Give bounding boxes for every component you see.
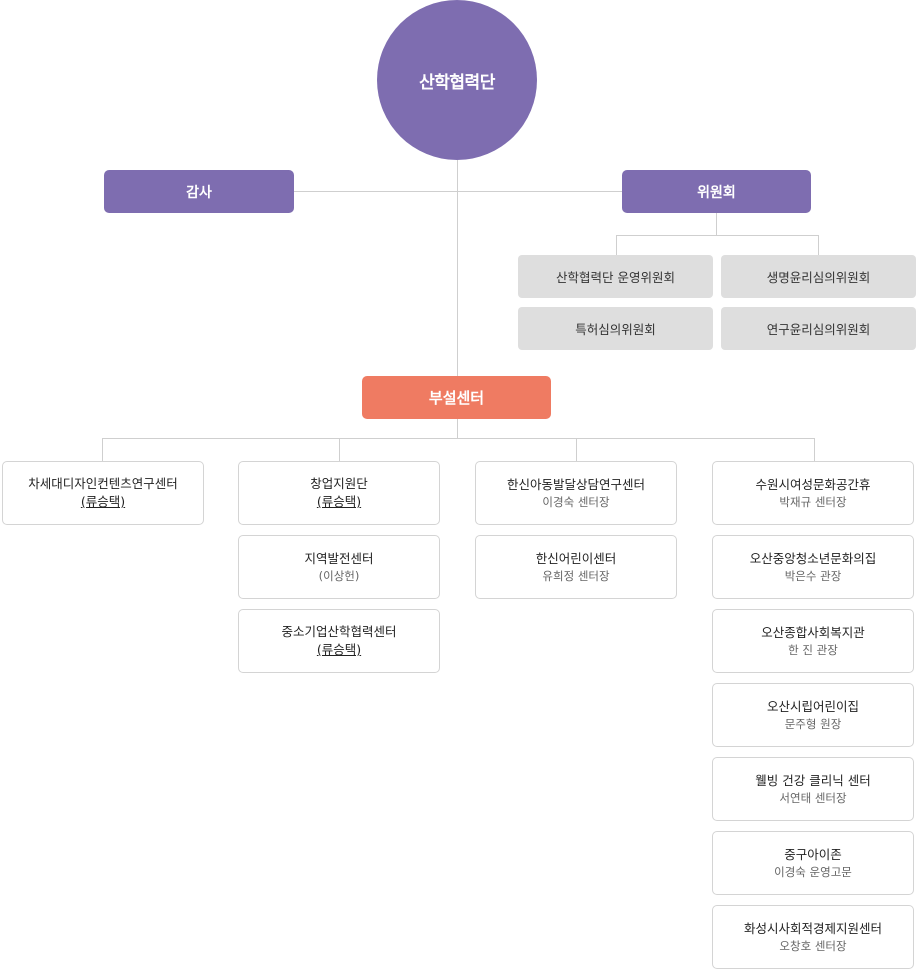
center-name: 중소기업산학협력센터: [281, 624, 397, 639]
center-head: 박은수 관장: [784, 568, 842, 583]
connector-affiliated-down: [457, 419, 458, 438]
affiliated-centers-label: 부설센터: [428, 389, 485, 407]
center-head: 한 진 관장: [788, 642, 838, 657]
connector-committee-right: [818, 235, 819, 255]
connector-col4: [814, 438, 815, 461]
committee-item: 생명윤리심의위원회: [721, 255, 916, 298]
connector-col3: [576, 438, 577, 461]
committee-item-label: 생명윤리심의위원회: [766, 270, 871, 285]
center-box: 오산시립어린이집 문주형 원장: [712, 683, 914, 747]
connector-audit-committee: [294, 191, 622, 192]
connector-committee-down: [716, 213, 717, 235]
center-head: (류승택): [80, 494, 126, 509]
center-head: 서연태 센터장: [779, 790, 847, 805]
center-box: 한신어린이센터 유희정 센터장: [475, 535, 677, 599]
root-node: 산학협력단: [377, 0, 537, 160]
center-box: 중소기업산학협력센터 (류승택): [238, 609, 440, 673]
committee-item-label: 산학협력단 운영위원회: [556, 270, 675, 285]
center-name: 웰빙 건강 클리닉 센터: [755, 772, 871, 788]
committee-item: 연구윤리심의위원회: [721, 307, 916, 350]
center-box: 차세대디자인컨텐츠연구센터 (류승택): [2, 461, 204, 525]
connector-root-trunk: [457, 160, 458, 376]
center-box: 오산중앙청소년문화의집 박은수 관장: [712, 535, 914, 599]
center-head: 오창호 센터장: [779, 938, 847, 953]
connector-committee-left: [616, 235, 617, 255]
committee-item-label: 특허심의위원회: [575, 322, 656, 337]
center-head: 박재규 센터장: [779, 494, 847, 509]
center-name: 한신어린이센터: [535, 550, 617, 566]
committee-item-label: 연구윤리심의위원회: [766, 322, 871, 337]
center-head: 이경숙 센터장: [542, 494, 610, 509]
audit-node: 감사: [104, 170, 294, 213]
committee-item: 산학협력단 운영위원회: [518, 255, 713, 298]
committee-item: 특허심의위원회: [518, 307, 713, 350]
center-name: 지역발전센터: [304, 550, 374, 566]
center-name: 오산종합사회복지관: [761, 624, 865, 640]
center-name: 창업지원단: [310, 476, 368, 491]
affiliated-centers-node: 부설센터: [362, 376, 551, 419]
center-box: 중구아이존 이경숙 운영고문: [712, 831, 914, 895]
center-name: 중구아이존: [784, 846, 842, 862]
committee-label: 위원회: [697, 184, 736, 201]
center-name: 화성시사회적경제지원센터: [743, 920, 882, 936]
center-box: 오산종합사회복지관 한 진 관장: [712, 609, 914, 673]
center-name: 차세대디자인컨텐츠연구센터: [28, 476, 178, 491]
center-box: 수원시여성문화공간휴 박재규 센터장: [712, 461, 914, 525]
center-name: 수원시여성문화공간휴: [755, 476, 871, 492]
center-box: 웰빙 건강 클리닉 센터 서연태 센터장: [712, 757, 914, 821]
connector-col1: [102, 438, 103, 461]
center-name: 한신아동발달상담연구센터: [506, 476, 645, 492]
center-name: 오산시립어린이집: [766, 698, 859, 714]
center-name: 오산중앙청소년문화의집: [749, 550, 877, 566]
center-head: 유희정 센터장: [542, 568, 610, 583]
committee-node: 위원회: [622, 170, 811, 213]
center-box: 창업지원단 (류승택): [238, 461, 440, 525]
audit-label: 감사: [186, 184, 212, 201]
center-head: (이상헌): [318, 568, 360, 583]
center-box: 지역발전센터 (이상헌): [238, 535, 440, 599]
connector-col2: [339, 438, 340, 461]
center-box: 한신아동발달상담연구센터 이경숙 센터장: [475, 461, 677, 525]
center-head: 이경숙 운영고문: [774, 864, 852, 879]
center-head: (류승택): [316, 494, 362, 509]
connector-committee-bar: [616, 235, 818, 236]
connector-affiliated-bar: [102, 438, 814, 439]
center-head: 문주형 원장: [784, 716, 842, 731]
root-label: 산학협력단: [419, 72, 495, 93]
center-head: (류승택): [316, 642, 362, 657]
center-box: 화성시사회적경제지원센터 오창호 센터장: [712, 905, 914, 969]
